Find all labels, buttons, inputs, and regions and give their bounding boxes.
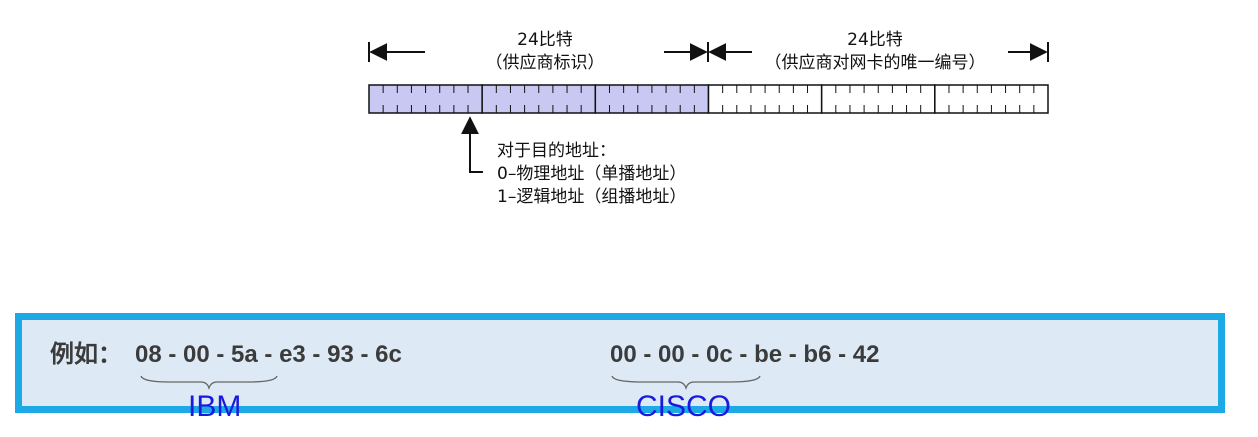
bit-field-cells bbox=[368, 84, 1049, 114]
ibm-oui-brace bbox=[140, 375, 278, 390]
ibm-mac-address: 08 - 00 - 5a - e3 - 93 - 6c bbox=[135, 341, 402, 368]
right-desc-label: （供应商对网卡的唯一编号） bbox=[764, 53, 986, 73]
left-desc-label: （供应商标识） bbox=[485, 53, 605, 73]
multicast-bit-pointer bbox=[461, 116, 483, 173]
cisco-oui-brace bbox=[611, 375, 761, 390]
example-prefix: 例如： bbox=[50, 341, 122, 368]
right-bits-label: 24比特 bbox=[847, 30, 903, 50]
example-panel: 例如： 08 - 00 - 5a - e3 - 93 - 6c IBM 00 -… bbox=[15, 313, 1225, 423]
unicast-note: 0–物理地址（单播地址） bbox=[497, 164, 687, 184]
cisco-vendor-label: CISCO bbox=[636, 390, 732, 423]
ibm-vendor-label: IBM bbox=[188, 390, 242, 423]
destination-address-note-title: 对于目的地址： bbox=[497, 141, 616, 161]
left-bits-label: 24比特 bbox=[517, 30, 573, 50]
multicast-note: 1–逻辑地址（组播地址） bbox=[497, 187, 687, 207]
cisco-mac-address: 00 - 00 - 0c - be - b6 - 42 bbox=[610, 341, 880, 368]
mac-address-diagram bbox=[368, 42, 1049, 173]
